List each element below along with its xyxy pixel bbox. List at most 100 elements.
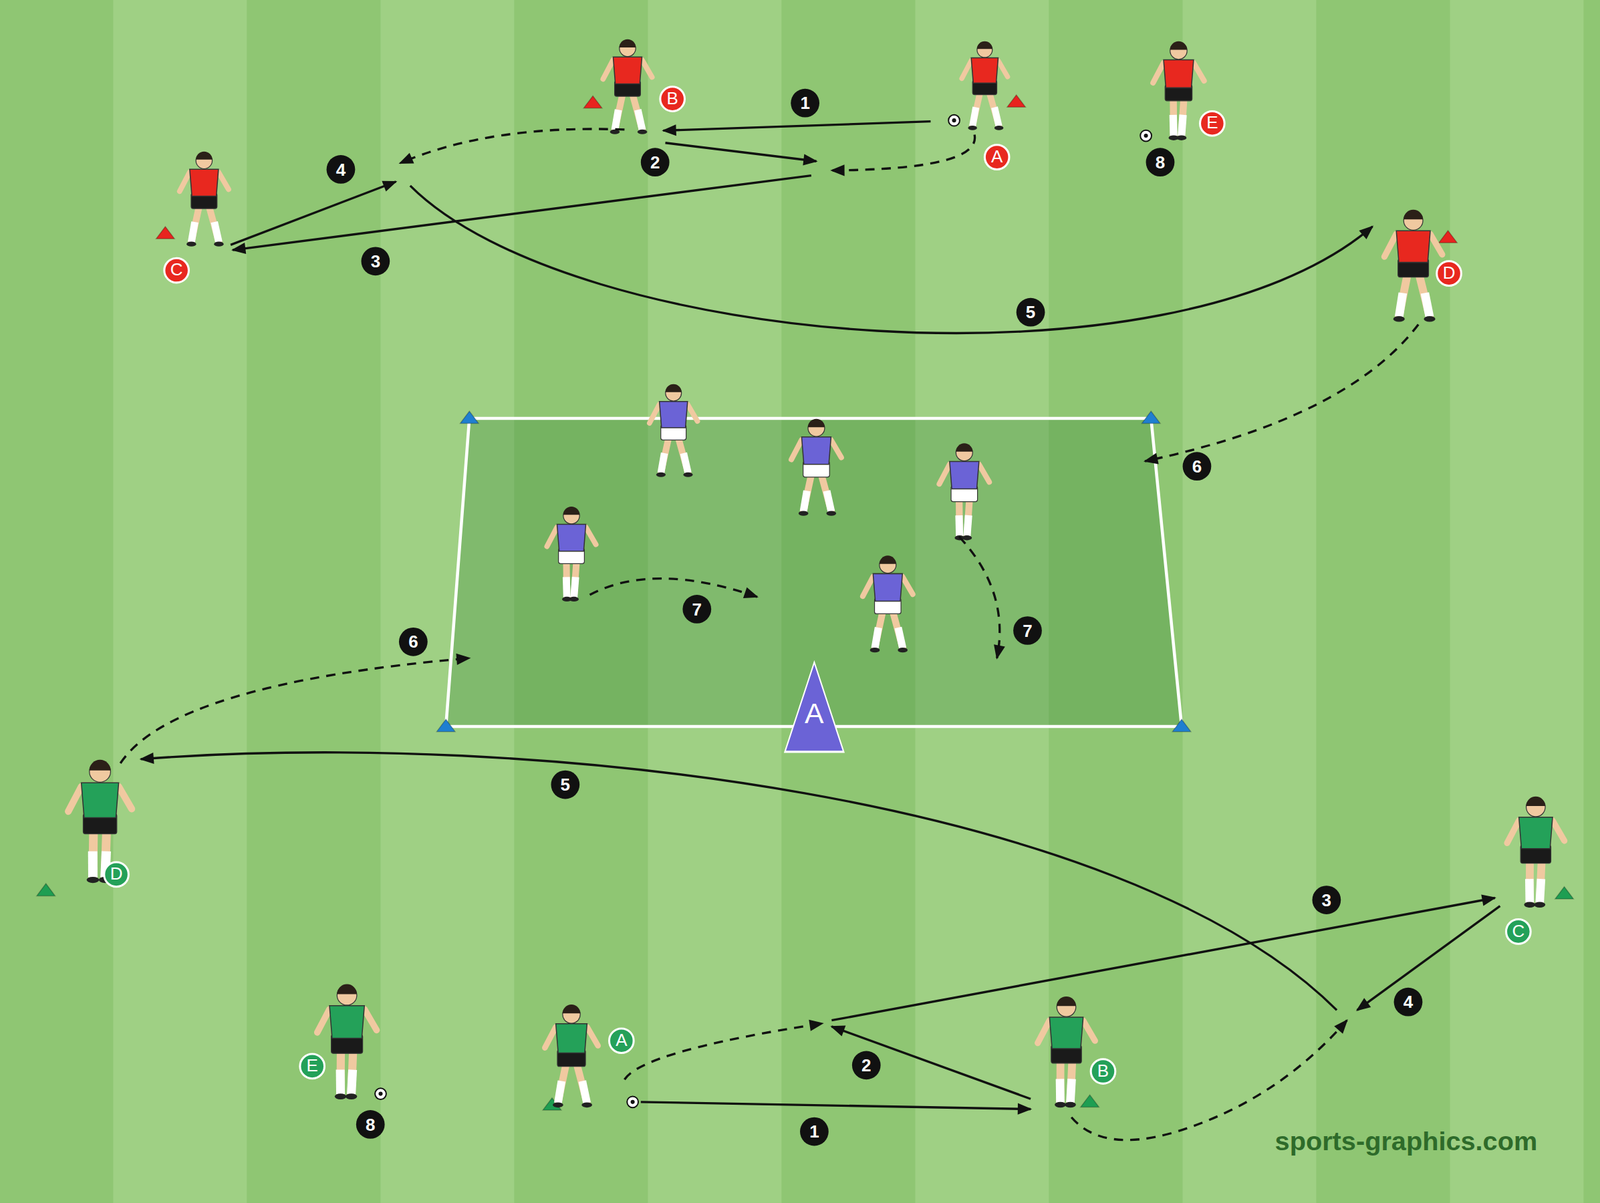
player-figure xyxy=(649,384,698,478)
callout-text: 7 xyxy=(1022,622,1032,640)
player-figure xyxy=(1152,41,1204,141)
player-figure xyxy=(961,41,1008,131)
run-path xyxy=(400,128,625,164)
watermark-text: sports-graphics.com xyxy=(1275,1125,1538,1157)
pass-path xyxy=(1357,906,1501,1011)
player-figure xyxy=(317,984,377,1100)
callout-text: 6 xyxy=(1192,457,1202,476)
grass-stripe xyxy=(1583,0,1600,1203)
callout-text: 3 xyxy=(1321,891,1332,909)
grass-stripe xyxy=(1182,0,1317,1203)
callout-number: 2 xyxy=(852,1051,881,1081)
callout-text: 5 xyxy=(1025,303,1036,321)
marker-cone xyxy=(156,226,175,239)
run-path xyxy=(624,1023,823,1080)
grass-stripe xyxy=(0,0,113,1203)
player-letter: E xyxy=(1206,114,1218,133)
player-figure xyxy=(939,443,990,541)
player-figure xyxy=(791,419,842,516)
callout-number: 8 xyxy=(1146,147,1175,177)
grass-stripe xyxy=(1316,0,1451,1203)
watermark: sports-graphics.com xyxy=(1275,1125,1538,1157)
marker-cone xyxy=(583,96,602,109)
callout-number: 7 xyxy=(1013,616,1042,645)
callout-number: 5 xyxy=(550,770,580,800)
player-figure xyxy=(546,506,596,602)
marker-cone xyxy=(1007,94,1026,107)
marker-cone xyxy=(36,883,55,896)
pass-path xyxy=(831,1026,1031,1099)
callout-text: 1 xyxy=(809,1122,819,1141)
player-figure xyxy=(1384,209,1442,323)
player-letter: C xyxy=(170,261,184,280)
callout-number: 7 xyxy=(682,594,712,624)
player-letter: A xyxy=(615,1031,627,1050)
callout-text: 5 xyxy=(560,775,571,794)
soccer-ball xyxy=(374,1088,387,1100)
callout-number: 3 xyxy=(360,246,390,276)
callout-text: 1 xyxy=(800,94,810,112)
callout-text: 8 xyxy=(1155,153,1165,172)
callout-text: 2 xyxy=(861,1056,871,1075)
callout-number: 2 xyxy=(640,147,670,177)
marker-cone xyxy=(1141,411,1160,424)
callout-number: 8 xyxy=(356,1110,385,1139)
zone-letter: A xyxy=(804,685,825,729)
callout-text: 4 xyxy=(1403,993,1413,1011)
player-letter: D xyxy=(110,865,123,883)
run-path xyxy=(1144,324,1419,462)
callout-number: 6 xyxy=(398,627,428,657)
callout-number: 4 xyxy=(326,155,356,184)
player-letter: A xyxy=(991,148,1003,166)
run-path xyxy=(589,578,757,598)
callout-text: 8 xyxy=(365,1115,375,1133)
player-figure xyxy=(862,555,913,653)
marker-cone xyxy=(1438,230,1457,243)
callout-number: 4 xyxy=(1394,987,1423,1017)
player-letter: C xyxy=(1511,922,1525,941)
grass-stripe xyxy=(112,0,247,1203)
pass-path xyxy=(141,752,1337,1011)
zone-triangle: A xyxy=(783,660,846,754)
player-figure xyxy=(544,1004,598,1108)
player-letter: B xyxy=(666,90,678,108)
run-path xyxy=(120,658,470,764)
callout-text: 3 xyxy=(370,252,381,271)
player-letter: E xyxy=(306,1057,319,1075)
pass-path xyxy=(410,185,1373,334)
marker-cone xyxy=(1555,886,1574,899)
callout-text: 7 xyxy=(692,600,702,618)
callout-text: 2 xyxy=(650,153,660,172)
callout-number: 5 xyxy=(1016,298,1046,327)
player-figure xyxy=(602,39,652,135)
player-figure xyxy=(1037,996,1096,1108)
run-path xyxy=(1071,1020,1347,1141)
pass-path xyxy=(232,175,812,250)
pass-path xyxy=(230,181,396,246)
callout-number: 1 xyxy=(800,1117,829,1147)
marker-cone xyxy=(436,719,455,732)
grass-stripe xyxy=(1450,0,1584,1203)
callout-number: 1 xyxy=(790,88,820,118)
player-letter: D xyxy=(1442,264,1456,283)
player-letter: B xyxy=(1097,1062,1109,1081)
soccer-ball xyxy=(948,114,960,127)
pass-path xyxy=(664,143,817,162)
run-path xyxy=(831,135,975,171)
marker-cone xyxy=(1080,1094,1099,1107)
player-figure xyxy=(1507,796,1565,908)
triangle-outline xyxy=(784,662,844,752)
grass-stripe xyxy=(246,0,381,1203)
callout-number: 6 xyxy=(1182,451,1212,481)
marker-cone xyxy=(460,411,479,424)
run-path xyxy=(959,536,1000,659)
callout-text: 6 xyxy=(408,632,418,651)
player-figure xyxy=(179,151,229,247)
soccer-ball xyxy=(626,1096,639,1108)
pass-path xyxy=(640,1102,1031,1110)
soccer-ball xyxy=(1140,130,1152,142)
pass-path xyxy=(831,897,1495,1020)
callout-text: 4 xyxy=(336,160,346,178)
marker-cone xyxy=(1172,719,1191,732)
